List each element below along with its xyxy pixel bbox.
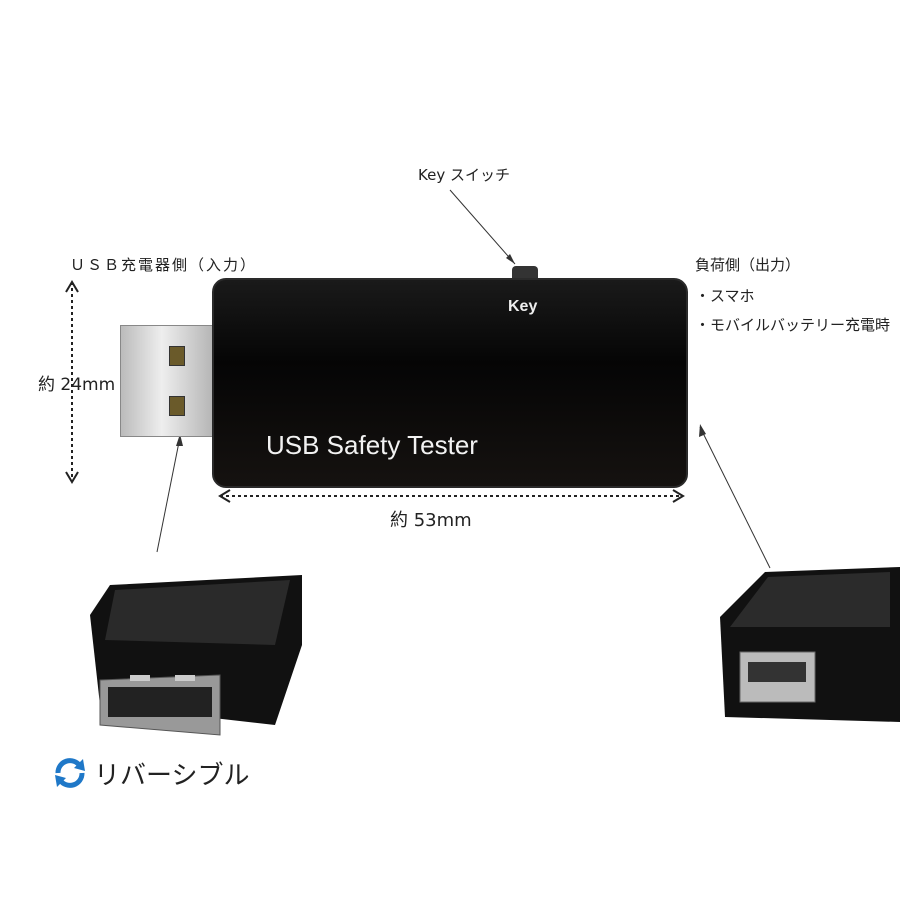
- output-item: ・モバイルバッテリー充電時: [695, 316, 891, 334]
- input-side-label: ＵＳＢ充電器側（入力）: [70, 256, 258, 274]
- key-pointer-line: [449, 189, 516, 265]
- reversible-icon: [55, 758, 85, 788]
- output-side-label: 負荷側（出力）: [695, 256, 801, 274]
- port-pointer-line: [699, 426, 771, 569]
- output-port-photo: [720, 567, 900, 722]
- key-switch-label: Key スイッチ: [418, 166, 510, 184]
- usb-plug: [120, 325, 224, 437]
- plug-pointer-line: [156, 436, 181, 553]
- output-item: ・スマホ: [695, 287, 755, 305]
- width-label: 約 53mm: [390, 510, 472, 531]
- device-key-label: Key: [508, 298, 538, 315]
- height-label: 約 24mm: [38, 375, 116, 395]
- device-title: USB Safety Tester: [266, 430, 478, 460]
- reversible-label: リバーシブル: [94, 761, 250, 791]
- key-button[interactable]: [512, 266, 538, 280]
- usb-tester-device: Key USB Safety Tester: [212, 278, 688, 488]
- reversible-plug-photo: [90, 575, 302, 736]
